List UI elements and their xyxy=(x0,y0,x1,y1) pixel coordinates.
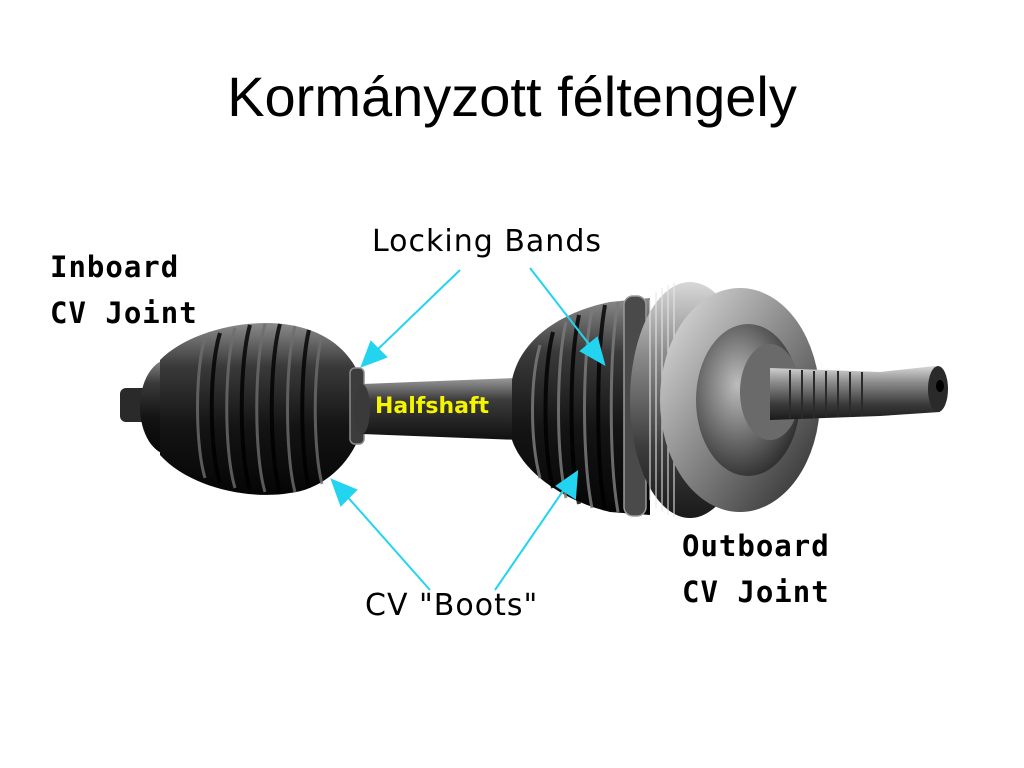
inboard-cv-joint xyxy=(120,323,365,495)
slide-title: Kormányzott féltengely xyxy=(227,65,797,128)
arrow-locking-band-inboard xyxy=(360,269,461,368)
arrow-locking-band-outboard xyxy=(529,267,606,367)
inboard-boot-ribs xyxy=(196,323,324,493)
label-halfshaft: Halfshaft xyxy=(375,394,490,419)
inboard-boot-rib-shadows xyxy=(209,323,311,493)
arrow-boot-outboard xyxy=(494,469,579,591)
callout-arrows xyxy=(330,267,606,591)
outboard-spline-teeth xyxy=(789,370,863,418)
halfshaft xyxy=(354,378,520,440)
label-inboard-line1: Inboard xyxy=(50,250,180,284)
halfshaft-end xyxy=(354,384,370,434)
label-outboard-line2: CV Joint xyxy=(682,575,830,609)
label-outboard-cv-joint: Outboard CV Joint xyxy=(682,523,830,615)
label-outboard-line1: Outboard xyxy=(682,529,830,563)
outboard-spline-shaft xyxy=(770,366,940,420)
halfshaft-bar xyxy=(362,378,520,440)
label-locking-bands: Locking Bands xyxy=(372,224,602,259)
inboard-boot xyxy=(160,323,358,495)
label-inboard-cv-joint: Inboard CV Joint xyxy=(50,244,198,336)
outboard-shaft-tip-hole xyxy=(936,380,944,392)
arrow-boot-inboard xyxy=(330,478,431,591)
label-inboard-line2: CV Joint xyxy=(50,296,198,330)
outboard-cv-joint xyxy=(512,282,948,518)
label-cv-boots: CV "Boots" xyxy=(365,588,539,623)
